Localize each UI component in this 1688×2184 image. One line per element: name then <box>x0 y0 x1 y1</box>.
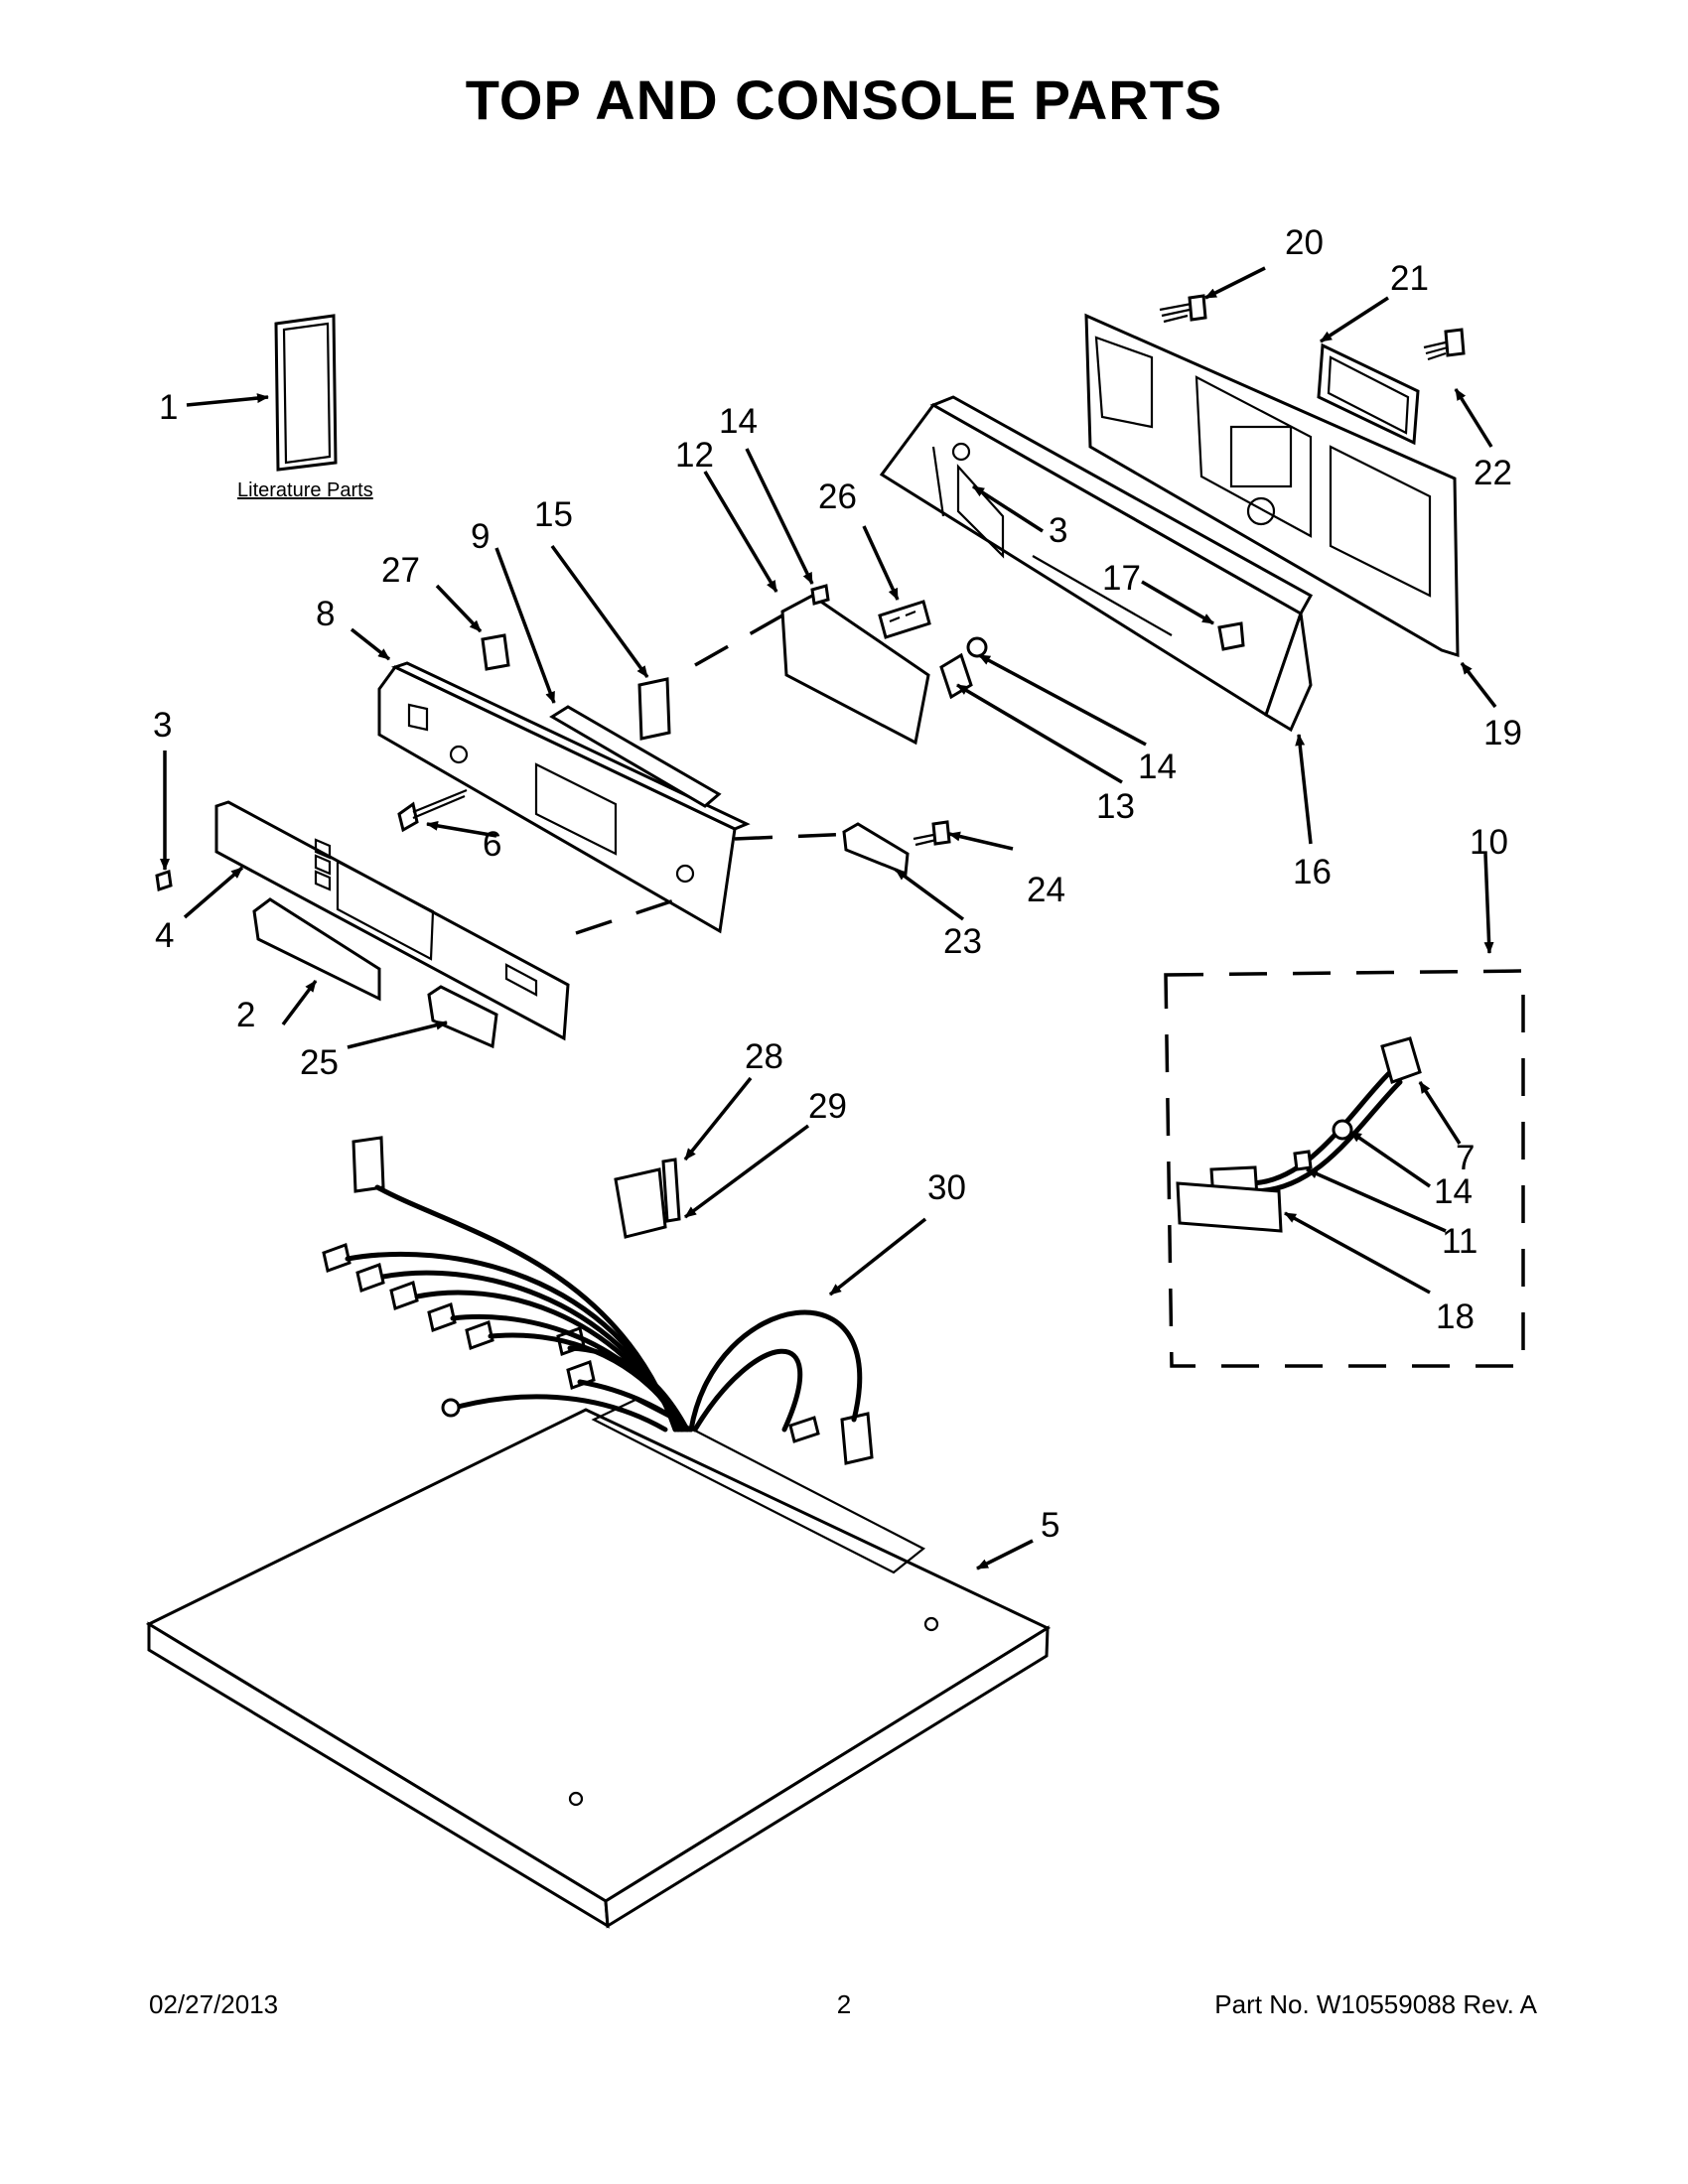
callout-14-upper: 14 <box>719 402 758 441</box>
light-pipe <box>549 705 722 808</box>
callout-7: 7 <box>1456 1139 1475 1177</box>
connector-26 <box>878 600 931 639</box>
callout-18: 18 <box>1436 1297 1475 1336</box>
push-button-2 <box>252 897 381 1002</box>
callout-12: 12 <box>675 436 714 475</box>
top-cover <box>145 1398 1052 1929</box>
callout-22: 22 <box>1474 454 1512 492</box>
footer-part-number: Part No. W10559088 Rev. A <box>1214 1989 1537 2019</box>
callout-1: 1 <box>159 388 178 427</box>
service-kit-box <box>1164 969 1525 1368</box>
callout-3-left: 3 <box>153 706 172 745</box>
callout-10: 10 <box>1470 823 1508 862</box>
screw-11 <box>1293 1150 1313 1171</box>
bracket-23 <box>842 822 910 877</box>
callout-20: 20 <box>1285 223 1324 262</box>
rear-panel-bracket <box>1084 313 1460 658</box>
callout-26: 26 <box>818 478 857 516</box>
callout-25: 25 <box>300 1043 339 1082</box>
callout-19: 19 <box>1483 714 1522 752</box>
footer-date: 02/27/2013 <box>149 1989 279 2019</box>
screw-22 <box>1423 328 1466 361</box>
callout-16: 16 <box>1293 853 1332 891</box>
callout-labels: 1 2 3 3 4 5 6 7 8 9 10 11 12 13 14 14 14… <box>153 223 1522 1545</box>
window-25 <box>427 985 498 1049</box>
nut-14-kit <box>1332 1119 1353 1141</box>
page-title: TOP AND CONSOLE PARTS <box>465 68 1223 131</box>
control-board <box>780 594 930 746</box>
trim-18 <box>1176 1181 1283 1233</box>
screw-3-left <box>155 870 173 891</box>
callout-29: 29 <box>808 1087 847 1126</box>
nut-14-upper <box>810 584 830 606</box>
callout-9: 9 <box>471 517 490 556</box>
clip-17 <box>1217 621 1245 651</box>
console-panel <box>377 661 751 934</box>
callout-14-middle: 14 <box>1138 748 1177 786</box>
harness-7 <box>1209 1036 1422 1201</box>
callout-6: 6 <box>483 825 501 864</box>
callout-21: 21 <box>1390 259 1429 298</box>
callout-24: 24 <box>1027 871 1065 909</box>
callout-5: 5 <box>1041 1506 1059 1545</box>
callout-4: 4 <box>155 916 174 955</box>
literature-booklet <box>274 314 338 472</box>
screw-6 <box>397 788 468 833</box>
thermostat-29 <box>614 1167 667 1239</box>
callout-27: 27 <box>381 551 420 590</box>
callout-8: 8 <box>316 595 335 633</box>
electronic-board-small <box>1317 342 1420 446</box>
literature-parts-label: Literature Parts <box>237 479 373 501</box>
callout-28: 28 <box>745 1037 783 1076</box>
console-overlay <box>214 800 570 1041</box>
footer-page-number: 2 <box>836 1989 852 2019</box>
screw-20 <box>1159 294 1207 324</box>
callout-14-kit: 14 <box>1434 1172 1473 1211</box>
bracket-15 <box>637 677 671 741</box>
callout-30: 30 <box>927 1168 966 1207</box>
callout-11: 11 <box>1442 1222 1477 1261</box>
switch-27 <box>481 633 510 671</box>
screw-28 <box>661 1158 681 1223</box>
nut-14-middle <box>966 636 988 658</box>
callout-15: 15 <box>534 495 573 534</box>
callout-17: 17 <box>1102 559 1141 598</box>
callout-3-upper: 3 <box>1049 511 1067 550</box>
callout-2: 2 <box>236 996 255 1034</box>
screw-24 <box>913 820 951 847</box>
callout-23: 23 <box>943 922 982 961</box>
console-rear-housing <box>879 395 1314 733</box>
callout-13: 13 <box>1096 787 1135 826</box>
wire-harness <box>322 1136 874 1465</box>
